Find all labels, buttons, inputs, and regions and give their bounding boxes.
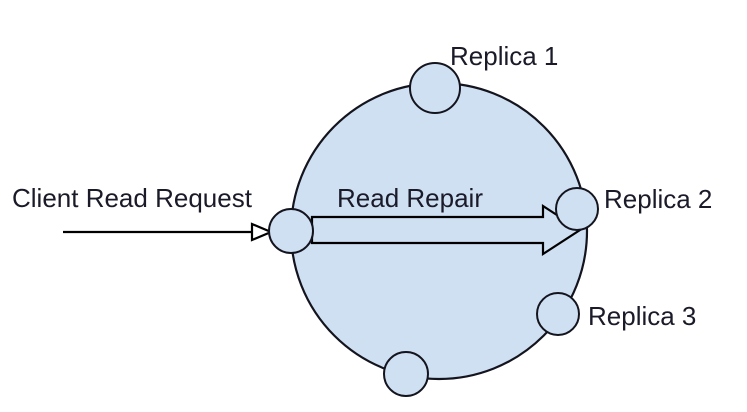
- node-replica-4[interactable]: [383, 351, 429, 397]
- read-repair-block-arrow: [310, 203, 583, 257]
- client-read-request-arrowhead: [250, 222, 274, 242]
- label-client-read-request: Client Read Request: [12, 183, 253, 213]
- node-replica-1[interactable]: [409, 62, 461, 114]
- label-replica-1: Replica 1: [450, 41, 558, 71]
- label-replica-3: Replica 3: [588, 301, 696, 331]
- label-replica-2: Replica 2: [604, 184, 712, 214]
- node-replica-2[interactable]: [555, 187, 599, 231]
- node-coordinator[interactable]: [268, 208, 314, 254]
- node-replica-3[interactable]: [536, 292, 580, 336]
- label-read-repair: Read Repair: [337, 183, 483, 213]
